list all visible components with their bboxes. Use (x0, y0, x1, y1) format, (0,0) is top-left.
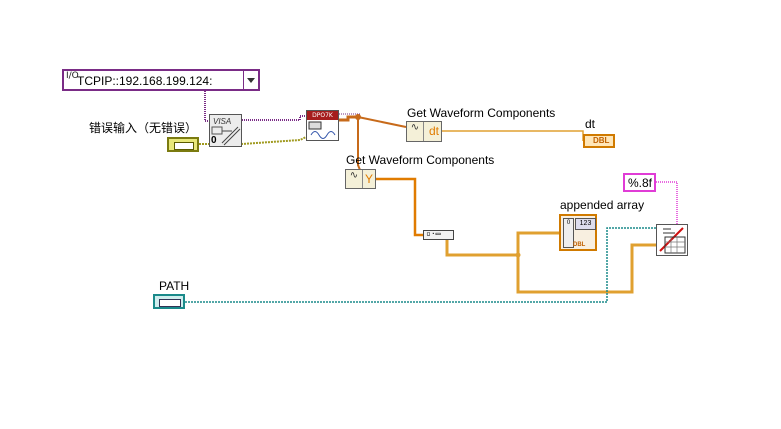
visa-io-mark: I/O (66, 71, 79, 81)
waveform-wire-branch (357, 117, 361, 171)
conversion-icon: ▫·▭ (426, 229, 441, 238)
dpo-out-wire (339, 115, 358, 122)
waveform-icon: ∿ (346, 170, 363, 188)
dpo7k-read-node[interactable]: DPO7K (306, 110, 339, 141)
gwc-bottom-output: Y (364, 172, 373, 186)
format-string-constant[interactable]: %.8f (623, 173, 656, 192)
dt-type-badge: DBL (593, 136, 610, 145)
dt-indicator-label: dt (585, 117, 596, 131)
array-indicator-label: appended array (560, 198, 645, 212)
array-wire-2 (516, 243, 656, 294)
array-index: 0 (563, 218, 574, 248)
array-wire (445, 231, 559, 257)
gwc-top-label: Get Waveform Components (407, 106, 556, 120)
get-waveform-components-dt[interactable]: ∿ dt (406, 121, 442, 142)
y-wire (376, 177, 423, 237)
visa-node-icon (211, 126, 241, 146)
visa-ref-wire-1 (242, 115, 306, 121)
gwc-top-output: dt (428, 124, 439, 138)
error-in-terminal[interactable] (167, 137, 199, 152)
path-control-label: PATH (159, 279, 190, 293)
visa-configure-node[interactable]: VISA 0 (209, 114, 242, 147)
array-element-value: 123 (575, 218, 596, 230)
waveform-wire-top (357, 116, 407, 128)
dropdown-arrow-icon[interactable] (243, 71, 258, 89)
waveform-icon (308, 121, 336, 139)
format-string-value: %.8f (628, 176, 653, 190)
appended-array-terminal[interactable]: 0 123 DBL (559, 214, 597, 251)
error-in-label: 错误输入（无错误） (89, 121, 198, 135)
dt-wire (442, 130, 584, 141)
dt-indicator-terminal[interactable]: DBL (583, 134, 615, 148)
visa-node-zero: 0 (211, 135, 217, 146)
path-wire (185, 227, 656, 303)
gwc-bottom-label: Get Waveform Components (346, 153, 495, 167)
get-waveform-components-y[interactable]: ∿ Y (345, 169, 376, 189)
path-control-terminal[interactable] (153, 294, 185, 309)
dpo-node-title: DPO7K (307, 111, 338, 120)
spreadsheet-write-icon (659, 227, 686, 254)
format-wire (656, 181, 678, 224)
visa-resource-value: TCPIP::192.168.199.124: (77, 74, 213, 88)
visa-node-title: VISA (213, 117, 232, 126)
array-type-badge: DBL (573, 242, 586, 248)
waveform-icon: ∿ (407, 122, 424, 141)
write-spreadsheet-node[interactable] (656, 224, 688, 256)
visa-resource-wire (204, 91, 209, 122)
build-array-node[interactable]: ▫·▭ (423, 229, 454, 240)
visa-resource-control[interactable]: I/O TCPIP::192.168.199.124: (62, 69, 260, 91)
